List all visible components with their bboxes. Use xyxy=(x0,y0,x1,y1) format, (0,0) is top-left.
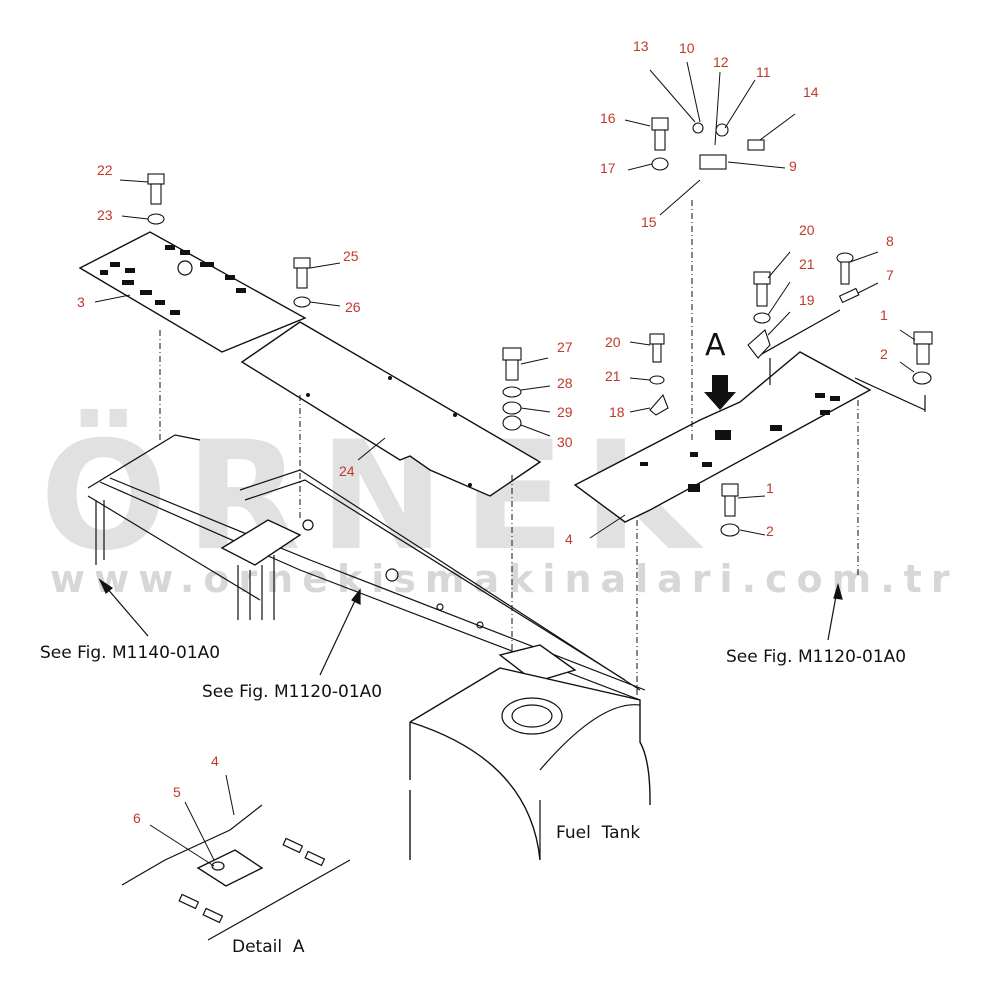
part-number-19: 19 xyxy=(799,292,815,308)
see-fig-m1120-center[interactable]: See Fig. M1120-01A0 xyxy=(202,682,382,702)
part-number-25: 25 xyxy=(343,248,359,264)
part-number-21a: 21 xyxy=(799,256,815,272)
washer-29 xyxy=(502,401,522,415)
clip-18 xyxy=(649,393,669,416)
part-number-16: 16 xyxy=(600,110,616,126)
part-number-11: 11 xyxy=(756,64,771,80)
part-number-23: 23 xyxy=(97,207,113,223)
bolt-1a xyxy=(913,331,933,365)
washer-28 xyxy=(502,386,522,398)
reference-labels: A Fuel Tank Detail A See Fig. M1140-01A0… xyxy=(40,328,906,957)
view-marker-a: A xyxy=(705,328,726,363)
plate-3 xyxy=(78,231,307,440)
part-number-1a: 1 xyxy=(880,307,888,323)
reference-arrows xyxy=(98,578,843,676)
part-number-21b: 21 xyxy=(605,368,621,384)
part-number-15: 15 xyxy=(641,214,657,230)
screw-8 xyxy=(836,252,854,285)
part-number-2b: 2 xyxy=(766,523,774,539)
part-number-7: 7 xyxy=(886,267,894,283)
part-number-6: 6 xyxy=(133,810,141,826)
frame-rails xyxy=(87,434,646,701)
plate-24 xyxy=(240,321,542,660)
part-number-10: 10 xyxy=(679,40,695,56)
part-number-20b: 20 xyxy=(605,334,621,350)
part-number-12: 12 xyxy=(713,54,729,70)
nut-30 xyxy=(502,415,522,431)
part-number-2a: 2 xyxy=(880,346,888,362)
part-number-1b: 1 xyxy=(766,480,774,496)
part-number-27: 27 xyxy=(557,339,573,355)
fuel-tank xyxy=(409,667,651,861)
part-number-4-detail: 4 xyxy=(211,753,219,769)
part-number-14: 14 xyxy=(803,84,819,100)
part-number-24: 24 xyxy=(339,463,355,479)
bolt-20a xyxy=(753,271,771,307)
part-number-13: 13 xyxy=(633,38,649,54)
view-arrow-a xyxy=(704,375,736,410)
bolts xyxy=(147,117,933,537)
leader-lines xyxy=(94,61,916,867)
bolt-22 xyxy=(147,173,165,205)
part-number-29: 29 xyxy=(557,404,573,420)
bolt-16 xyxy=(651,117,669,151)
bracket-7 xyxy=(838,287,860,304)
part-number-5: 5 xyxy=(173,784,181,800)
washer-23 xyxy=(147,213,165,225)
watermark-url: www.ornekismakinalari.com.tr xyxy=(50,557,959,601)
part-number-28: 28 xyxy=(557,375,573,391)
part-number-22: 22 xyxy=(97,162,113,178)
washer-2b xyxy=(720,523,740,537)
clamp-assembly-9 xyxy=(692,122,765,170)
bolt-20b xyxy=(649,333,665,363)
part-number-18: 18 xyxy=(609,404,625,420)
washer-26 xyxy=(293,296,311,308)
part-number-17: 17 xyxy=(600,160,616,176)
part-number-4: 4 xyxy=(565,531,573,547)
part-number-3: 3 xyxy=(77,294,85,310)
clip-19 xyxy=(747,329,771,359)
bolt-25 xyxy=(293,257,311,289)
washer-21b xyxy=(649,375,665,385)
washer-2a xyxy=(912,371,932,385)
part-number-8: 8 xyxy=(886,233,894,249)
part-number-9: 9 xyxy=(789,158,797,174)
bolt-1b xyxy=(721,483,739,517)
see-fig-m1120-right[interactable]: See Fig. M1120-01A0 xyxy=(726,647,906,667)
washer-17 xyxy=(651,157,669,171)
washer-21a xyxy=(753,312,771,324)
part-numbers: 13 10 12 11 14 16 17 9 15 22 23 3 25 26 … xyxy=(77,38,894,826)
part-number-20a: 20 xyxy=(799,222,815,238)
detail-a-view xyxy=(121,804,351,941)
detail-a-label: Detail A xyxy=(232,937,305,957)
plate-4 xyxy=(573,200,926,700)
see-fig-m1140-left[interactable]: See Fig. M1140-01A0 xyxy=(40,643,220,663)
bolt-27 xyxy=(502,347,522,381)
part-number-26: 26 xyxy=(345,299,361,315)
fuel-tank-label: Fuel Tank xyxy=(556,823,640,843)
part-number-30: 30 xyxy=(557,434,573,450)
